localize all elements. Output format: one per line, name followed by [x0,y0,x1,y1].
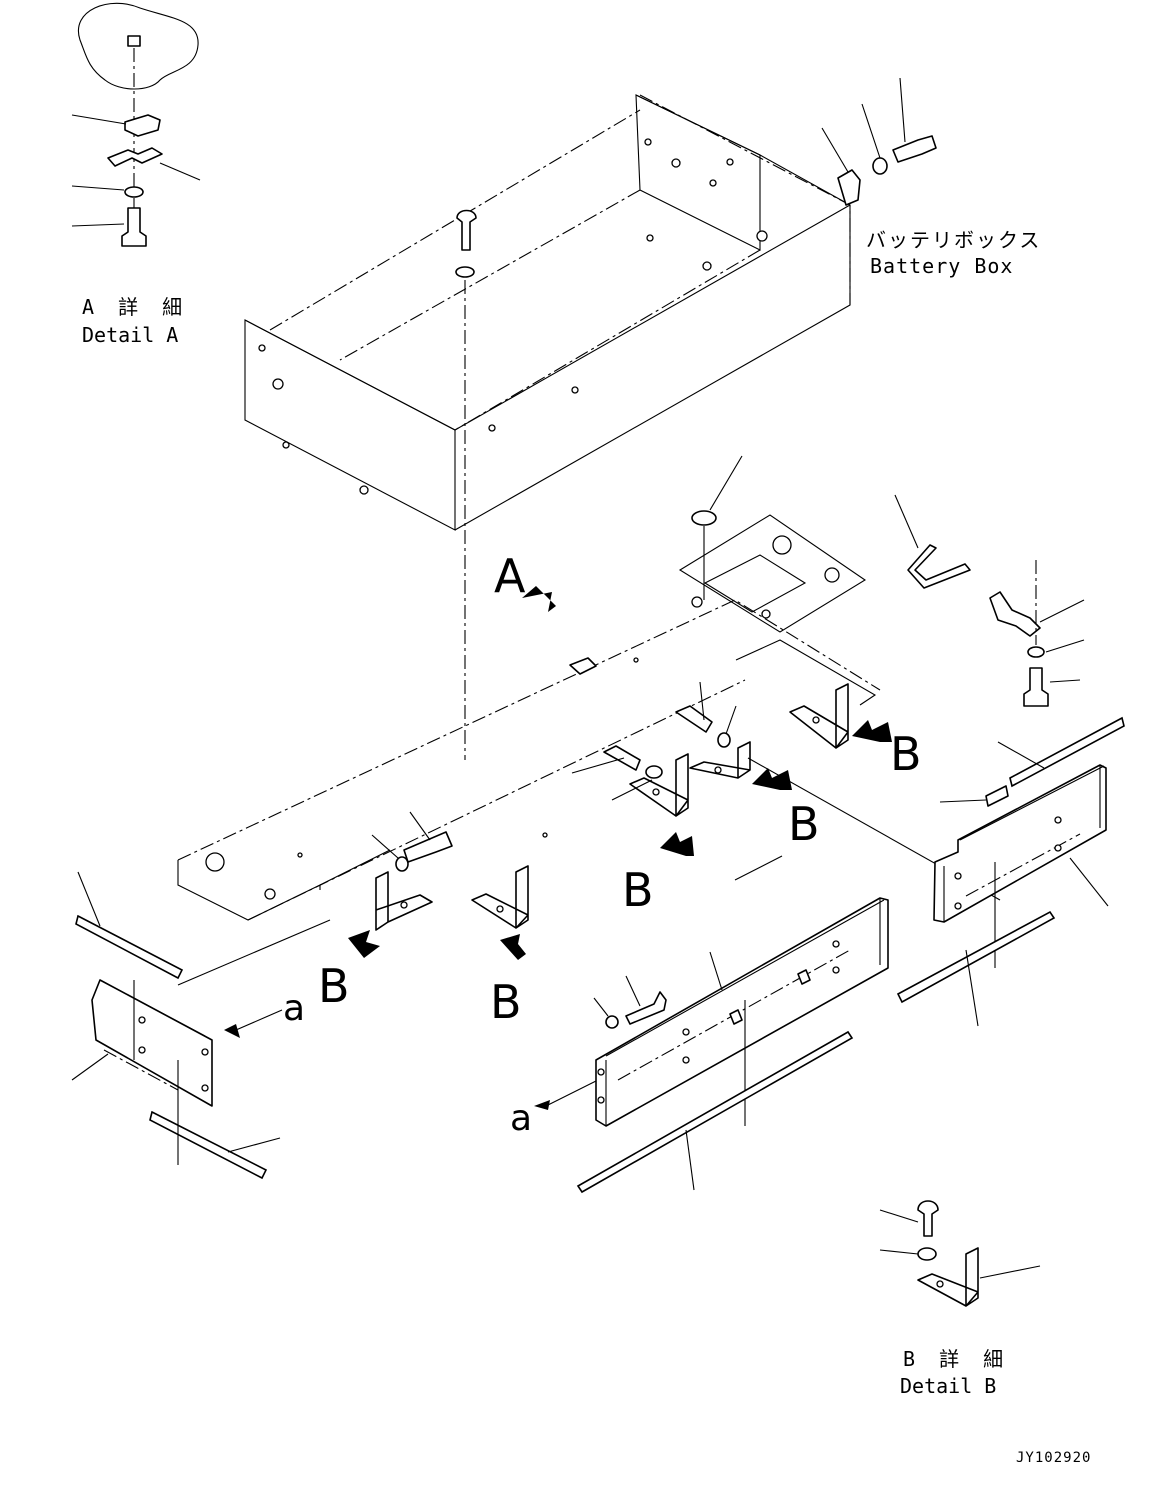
battery-box-label-jp: バッテリボックス [866,228,1041,252]
view-marker-B-1: B [890,727,922,781]
view-marker-B-4: B [318,959,350,1013]
detail-a-clip [124,114,161,137]
left-side-cover [71,871,331,1180]
top-plate [678,514,867,633]
bracket-right [989,591,1041,637]
detail-b-title-en: Detail B [900,1374,996,1398]
battery-box-top-washer [455,266,475,278]
b-bracket-4 [689,741,751,779]
detail-a-title-jp: A 詳 細 [82,295,188,319]
detail-b-bracket [917,1247,979,1307]
view-arrows: A B B B B B a a [224,549,922,1139]
detail-a-washer [124,186,144,198]
detail-a-clamp [107,147,163,167]
u-bolt [907,544,971,589]
center-side-cover [576,897,889,1194]
detail-b-title-jp: B 詳 細 [903,1347,1009,1371]
view-marker-a-2: a [510,1098,532,1139]
drawing-number: JY102920 [1016,1450,1091,1466]
left-cover-panel [91,979,213,1107]
right-cover-panel [933,764,1107,923]
center-cover-strip [576,1030,854,1194]
view-marker-B-5: B [490,975,522,1029]
battery-box: バッテリボックス Battery Box [244,77,1041,760]
right-side-cover [896,716,1125,1027]
left-cover-strip-bottom [149,1110,268,1180]
battery-box-label-en: Battery Box [870,254,1013,278]
top-plate-grommet [691,510,717,526]
base-frame [177,455,1085,921]
b-brackets [371,681,1001,931]
detail-b-bolt [917,1200,939,1237]
view-marker-B-2: B [788,797,820,851]
view-marker-a-1: a [283,988,305,1029]
view-marker-A: A [494,549,526,603]
b-bracket-1 [375,871,433,931]
detail-a-bolt [121,207,147,247]
battery-box-clamp [837,169,861,206]
detail-a-outline [77,2,199,90]
battery-box-bolt [892,135,937,163]
detail-b-washer [917,1247,937,1261]
detail-a-view: A 詳 細 Detail A [71,2,201,347]
detail-a-title-en: Detail A [82,323,178,347]
b-bracket-5 [789,683,849,749]
b-bracket-2 [471,865,529,929]
right-cover-strip-top [1009,716,1125,788]
battery-box-top-bolt [456,209,477,251]
left-cover-strip-top [75,914,184,980]
b-bracket-3 [629,753,689,817]
view-marker-B-3: B [622,863,654,917]
right-cover-strip-bottom [896,910,1056,1004]
battery-box-washer [872,157,888,175]
detail-a-stud [127,35,141,47]
detail-b-view: B 詳 細 Detail B [879,1200,1041,1398]
